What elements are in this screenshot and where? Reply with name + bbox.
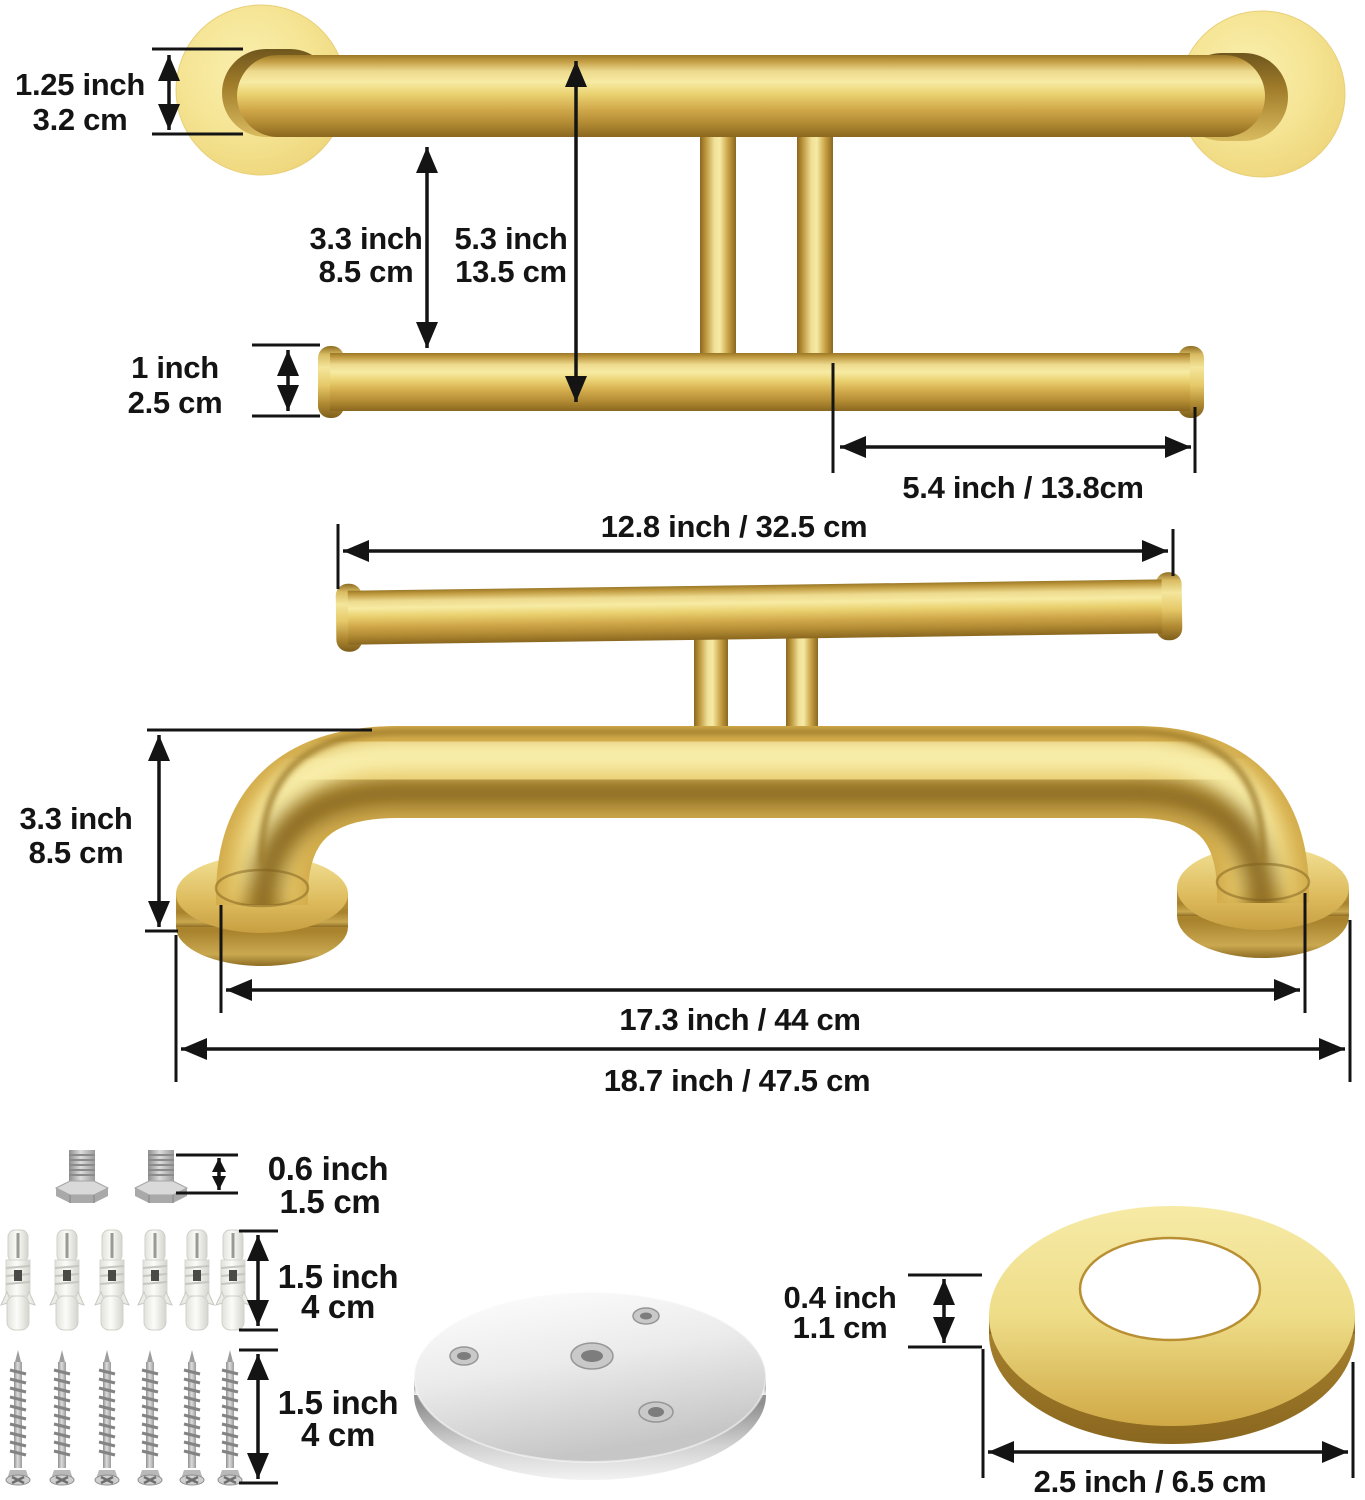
wall-anchor (178, 1228, 216, 1332)
label-gap: 3.3 inch (309, 221, 422, 256)
label-overall-length: 18.7 inch / 47.5 cm (604, 1063, 871, 1098)
grab-bar-side (140, 700, 1360, 980)
label-mount-height-cm: 8.5 cm (29, 835, 124, 870)
wall-anchor (136, 1228, 174, 1332)
label-bolt: 0.6 inch (268, 1150, 388, 1187)
label-drop-cm: 13.5 cm (455, 254, 567, 289)
toilet-paper-bar-side (335, 572, 1183, 652)
label-cover-thickness: 0.4 inch (783, 1280, 896, 1315)
label-bar-diameter: 1.25 inch (15, 67, 145, 102)
label-grip-length: 17.3 inch / 44 cm (619, 1002, 860, 1037)
toilet-paper-bar-front (330, 353, 1190, 411)
wall-anchor (0, 1228, 37, 1332)
label-bar-diameter-cm: 3.2 cm (33, 102, 128, 137)
mounting-screw (48, 1348, 76, 1487)
hardware-items (0, 1149, 1355, 1487)
label-roll-length: 5.4 inch / 13.8cm (902, 470, 1143, 505)
mounting-plate (413, 1291, 767, 1480)
cover-flange (989, 1206, 1355, 1444)
wall-anchor (93, 1228, 131, 1332)
bar-base-seam-right (1215, 862, 1311, 902)
side-view (140, 572, 1360, 980)
holder-end-cap-right-side (1155, 572, 1183, 641)
dimension-ticks (145, 47, 1355, 1485)
label-cover-diameter: 2.5 inch / 6.5 cm (1034, 1464, 1267, 1499)
wall-anchor (214, 1228, 252, 1332)
dimension-arrows (148, 55, 1348, 1479)
cover-flange-hole (1078, 1236, 1262, 1342)
label-bolt-cm: 1.5 cm (280, 1183, 381, 1220)
label-anchor-cm: 4 cm (301, 1288, 375, 1325)
mounting-screw (178, 1348, 206, 1487)
label-holder-length: 12.8 inch / 32.5 cm (601, 509, 868, 544)
mounting-screw (216, 1348, 244, 1487)
dimension-labels: 1.25 inch 3.2 cm 3.3 inch 8.5 cm 5.3 inc… (15, 67, 1267, 1499)
label-holder-diameter-cm: 2.5 cm (128, 385, 223, 420)
label-cover-thickness-cm: 1.1 cm (793, 1310, 888, 1345)
label-holder-diameter: 1 inch (131, 350, 219, 385)
wall-anchor (48, 1228, 86, 1332)
holder-post-left (700, 128, 736, 364)
bar-base-seam-left (214, 868, 310, 908)
hex-bolt (55, 1149, 109, 1204)
mounting-screw (93, 1348, 121, 1487)
label-screw: 1.5 inch (278, 1384, 398, 1421)
grab-bar-front (237, 55, 1265, 137)
label-gap-cm: 8.5 cm (319, 254, 414, 289)
mounting-screw (4, 1348, 32, 1487)
front-view (175, 4, 1346, 418)
label-screw-cm: 4 cm (301, 1416, 375, 1453)
label-drop: 5.3 inch (454, 221, 567, 256)
hex-bolt (134, 1149, 188, 1204)
label-anchor: 1.5 inch (278, 1258, 398, 1295)
holder-post-right (797, 128, 833, 364)
mounting-screw (136, 1348, 164, 1487)
label-mount-height: 3.3 inch (19, 801, 132, 836)
